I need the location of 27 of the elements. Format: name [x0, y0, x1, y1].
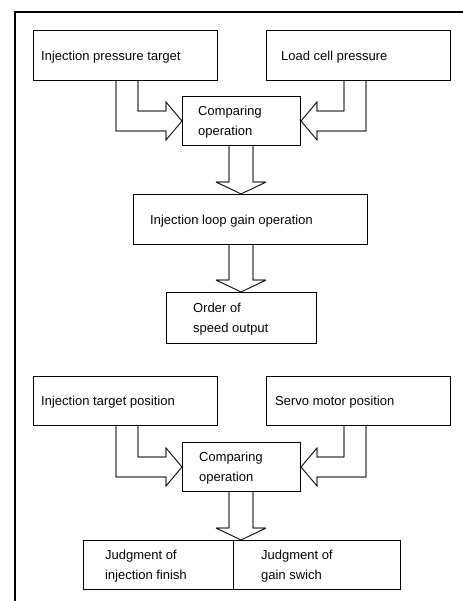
- box-label: Injection target position: [41, 392, 175, 410]
- block-arrow: [216, 244, 266, 293]
- box-label: Comparing operation: [199, 448, 264, 486]
- process-box: [182, 442, 301, 492]
- box-label: Judgment of injection finish: [105, 546, 188, 584]
- box-label: Judgment of gain swich: [261, 546, 334, 584]
- process-box: [83, 540, 234, 590]
- process-box: [182, 96, 301, 146]
- process-box: [233, 540, 401, 590]
- block-arrow: [116, 426, 183, 488]
- process-box: [33, 30, 218, 81]
- block-arrow: [216, 146, 266, 195]
- process-box: [166, 292, 317, 344]
- box-label: Servo motor position: [275, 392, 394, 410]
- block-arrow: [300, 80, 366, 142]
- box-label: Comparing operation: [198, 102, 263, 140]
- block-arrow: [116, 80, 183, 142]
- block-arrow: [300, 426, 366, 488]
- process-box: [33, 376, 218, 426]
- box-label: Injection loop gain operation: [150, 210, 313, 229]
- block-arrow: [216, 492, 266, 541]
- process-box: [266, 376, 451, 426]
- box-label: Load cell pressure: [281, 46, 388, 65]
- process-box: [266, 30, 451, 81]
- box-label: Order of speed output: [193, 299, 270, 337]
- box-label: Injection pressure target: [41, 46, 180, 65]
- process-box: [133, 194, 368, 245]
